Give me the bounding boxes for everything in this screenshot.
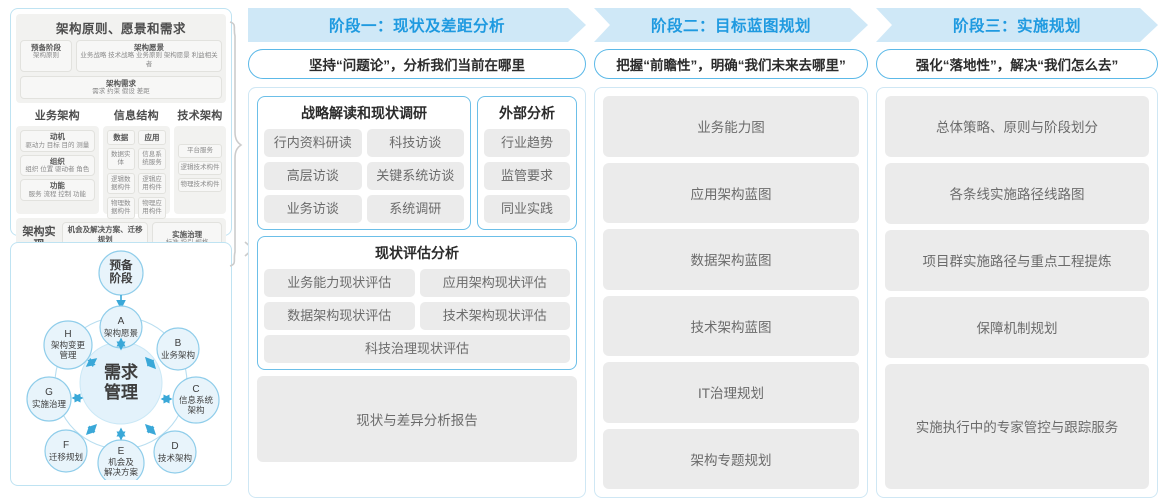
phase-column-1: 阶段一：现状及差距分析 坚持“问题论”，分析我们当前在哪里 战略解读和现状调研 … [248, 8, 586, 498]
architecture-domain-columns: 业务架构 动机 驱动力 目标 目的 测量 组织 组织 位置 驱动者 角色 功能 … [16, 107, 226, 219]
cycle-center-line1: 需求 [104, 362, 138, 382]
current-state-assessment-title: 现状评估分析 [375, 245, 459, 261]
cycle-node-d [153, 430, 197, 474]
cycle-node-b [156, 327, 200, 371]
svg-text:阶段: 阶段 [110, 271, 133, 285]
list-item[interactable]: 科技治理现状评估 [264, 335, 570, 363]
svg-text:G: G [45, 387, 53, 398]
svg-text:预备: 预备 [110, 258, 133, 272]
svg-text:技术架构: 技术架构 [158, 453, 192, 463]
current-state-assessment-card: 现状评估分析 业务能力现状评估 应用架构现状评估 数据架构现状评估 技术架构现状… [257, 236, 577, 370]
list-item[interactable]: 科技访谈 [366, 129, 464, 157]
list-item[interactable]: 应用架构蓝图 [603, 162, 859, 223]
technology-architecture-body: 平台服务 逻辑技术构件 物理技术构件 [174, 126, 226, 215]
phase-3-banner: 阶段三：实施规划 [876, 8, 1158, 42]
data-subcolumn: 数据 数据实体 逻辑数据构件 物理数据构件 [106, 130, 135, 219]
list-item[interactable]: 关键系统访谈 [366, 162, 464, 190]
cycle-node-f [44, 429, 88, 473]
phase-3-body: 总体策略、原则与阶段划分 各条线实施路径线路图 项目群实施路径与重点工程提炼 保… [876, 87, 1158, 498]
svg-text:E: E [118, 446, 125, 457]
information-structure-column: 信息结构 数据 数据实体 逻辑数据构件 物理数据构件 应用 信息系统服务 逻辑应… [102, 107, 171, 219]
phase-3-subtitle: 强化“落地性”，解决“我们怎么去” [876, 49, 1158, 79]
organization-box: 组织 组织 位置 驱动者 角色 [20, 154, 95, 177]
phase-1-subtitle: 坚持“问题论”，分析我们当前在哪里 [248, 49, 586, 79]
list-item[interactable]: 业务能力现状评估 [264, 269, 415, 297]
togaf-left-panel: 架构原则、愿景和需求 预备阶段 架构原则 架构愿景 业务战略 技术战略 业务原则… [10, 8, 232, 492]
strategy-research-card: 战略解读和现状调研 行内资料研读 科技访谈 高层访谈 关键系统访谈 业务访谈 系… [257, 96, 471, 230]
phase-2-body: 业务能力图 应用架构蓝图 数据架构蓝图 技术架构蓝图 IT治理规划 架构专题规划 [594, 87, 868, 498]
svg-text:D: D [171, 441, 178, 452]
application-subcolumn: 应用 信息系统服务 逻辑应用构件 物理应用构件 [137, 130, 167, 219]
list-item[interactable]: 架构专题规划 [603, 428, 859, 489]
svg-text:解决方案: 解决方案 [104, 467, 139, 477]
svg-text:架构愿景: 架构愿景 [104, 328, 138, 338]
svg-text:管理: 管理 [59, 350, 77, 360]
external-analysis-card: 外部分析 行业趋势 监管要求 同业实践 [477, 96, 577, 230]
phase-2-subtitle: 把握“前瞻性”，明确“我们未来去哪里” [594, 49, 868, 79]
list-item[interactable]: 数据架构蓝图 [603, 229, 859, 290]
list-item[interactable]: 总体策略、原则与阶段划分 [885, 96, 1149, 157]
list-item[interactable]: 业务能力图 [603, 96, 859, 157]
svg-text:B: B [175, 338, 182, 349]
list-item[interactable]: 同业实践 [484, 195, 570, 223]
svg-text:F: F [63, 440, 69, 451]
technology-architecture-column: 技术架构 平台服务 逻辑技术构件 物理技术构件 [174, 107, 226, 215]
list-item[interactable]: 实施执行中的专家管控与跟踪服务 [885, 363, 1149, 489]
phase-column-3: 阶段三：实施规划 强化“落地性”，解决“我们怎么去” 总体策略、原则与阶段划分 … [876, 8, 1158, 498]
list-item[interactable]: 保障机制规划 [885, 296, 1149, 358]
svg-text:A: A [118, 316, 125, 327]
list-item[interactable]: 数据架构现状评估 [264, 302, 415, 330]
architecture-principles-section: 架构原则、愿景和需求 预备阶段 架构原则 架构愿景 业务战略 技术战略 业务原则… [16, 14, 226, 104]
cycle-node-h [43, 320, 93, 370]
svg-text:架构: 架构 [187, 405, 204, 415]
svg-text:C: C [192, 384, 199, 395]
cycle-center-line2: 管理 [104, 382, 138, 402]
phase-2-banner: 阶段二：目标蓝图规划 [594, 8, 868, 42]
phase-1-banner: 阶段一：现状及差距分析 [248, 8, 586, 42]
list-item[interactable]: 技术架构蓝图 [603, 295, 859, 356]
svg-text:信息系统: 信息系统 [179, 395, 214, 405]
svg-text:实施治理: 实施治理 [32, 399, 67, 409]
motivation-box: 动机 驱动力 目标 目的 测量 [20, 130, 95, 152]
phase-column-2: 阶段二：目标蓝图规划 把握“前瞻性”，明确“我们未来去哪里” 业务能力图 应用架… [594, 8, 868, 498]
phase-1-body: 战略解读和现状调研 行内资料研读 科技访谈 高层访谈 关键系统访谈 业务访谈 系… [248, 87, 586, 498]
business-architecture-body: 动机 驱动力 目标 目的 测量 组织 组织 位置 驱动者 角色 功能 服务 流程… [16, 126, 99, 215]
adm-cycle-diagram: 需求 管理 预备 阶段 A 架构愿景 B 业务架构 C 信息系统 架构 [26, 250, 220, 480]
list-item[interactable]: 应用架构现状评估 [419, 269, 570, 297]
svg-text:迁移规划: 迁移规划 [49, 452, 83, 462]
list-item[interactable]: 高层访谈 [264, 162, 362, 190]
architecture-vision-box: 架构愿景 业务战略 技术战略 业务原则 架构愿景 利益相关者 [76, 40, 222, 72]
togaf-framework-card: 架构原则、愿景和需求 预备阶段 架构原则 架构愿景 业务战略 技术战略 业务原则… [10, 8, 232, 259]
external-analysis-title: 外部分析 [499, 105, 555, 121]
svg-text:H: H [64, 329, 71, 340]
information-structure-body: 数据 数据实体 逻辑数据构件 物理数据构件 应用 信息系统服务 逻辑应用构件 物… [102, 126, 171, 219]
svg-text:架构变更: 架构变更 [51, 340, 86, 350]
prep-phase-box: 预备阶段 架构原则 [20, 40, 72, 72]
list-item[interactable]: 技术架构现状评估 [419, 302, 570, 330]
svg-text:业务架构: 业务架构 [161, 350, 195, 360]
list-item[interactable]: IT治理规划 [603, 362, 859, 423]
strategy-research-title: 战略解读和现状调研 [301, 105, 427, 121]
section-title: 架构原则、愿景和需求 [55, 22, 186, 36]
adm-cycle-card: 需求 管理 预备 阶段 A 架构愿景 B 业务架构 C 信息系统 架构 [10, 242, 232, 486]
list-item[interactable]: 项目群实施路径与重点工程提炼 [885, 229, 1149, 291]
list-item[interactable]: 监管要求 [484, 162, 570, 190]
cycle-node-c [172, 376, 220, 424]
function-box: 功能 服务 流程 控制 功能 [20, 179, 95, 201]
list-item[interactable]: 业务访谈 [264, 195, 362, 223]
architecture-requirements-box: 架构需求 需求 约束 假设 差距 [20, 75, 222, 100]
brace-connector-icon [229, 21, 248, 267]
list-item[interactable]: 行业趋势 [484, 129, 570, 157]
cycle-node-g [26, 376, 72, 422]
list-item[interactable]: 系统调研 [366, 195, 464, 223]
list-item[interactable]: 行内资料研读 [264, 129, 362, 157]
gap-analysis-report-item[interactable]: 现状与差异分析报告 [257, 376, 577, 462]
list-item[interactable]: 各条线实施路径线路图 [885, 162, 1149, 224]
business-architecture-column: 业务架构 动机 驱动力 目标 目的 测量 组织 组织 位置 驱动者 角色 功能 … [16, 107, 99, 215]
svg-text:机会及: 机会及 [108, 457, 134, 467]
